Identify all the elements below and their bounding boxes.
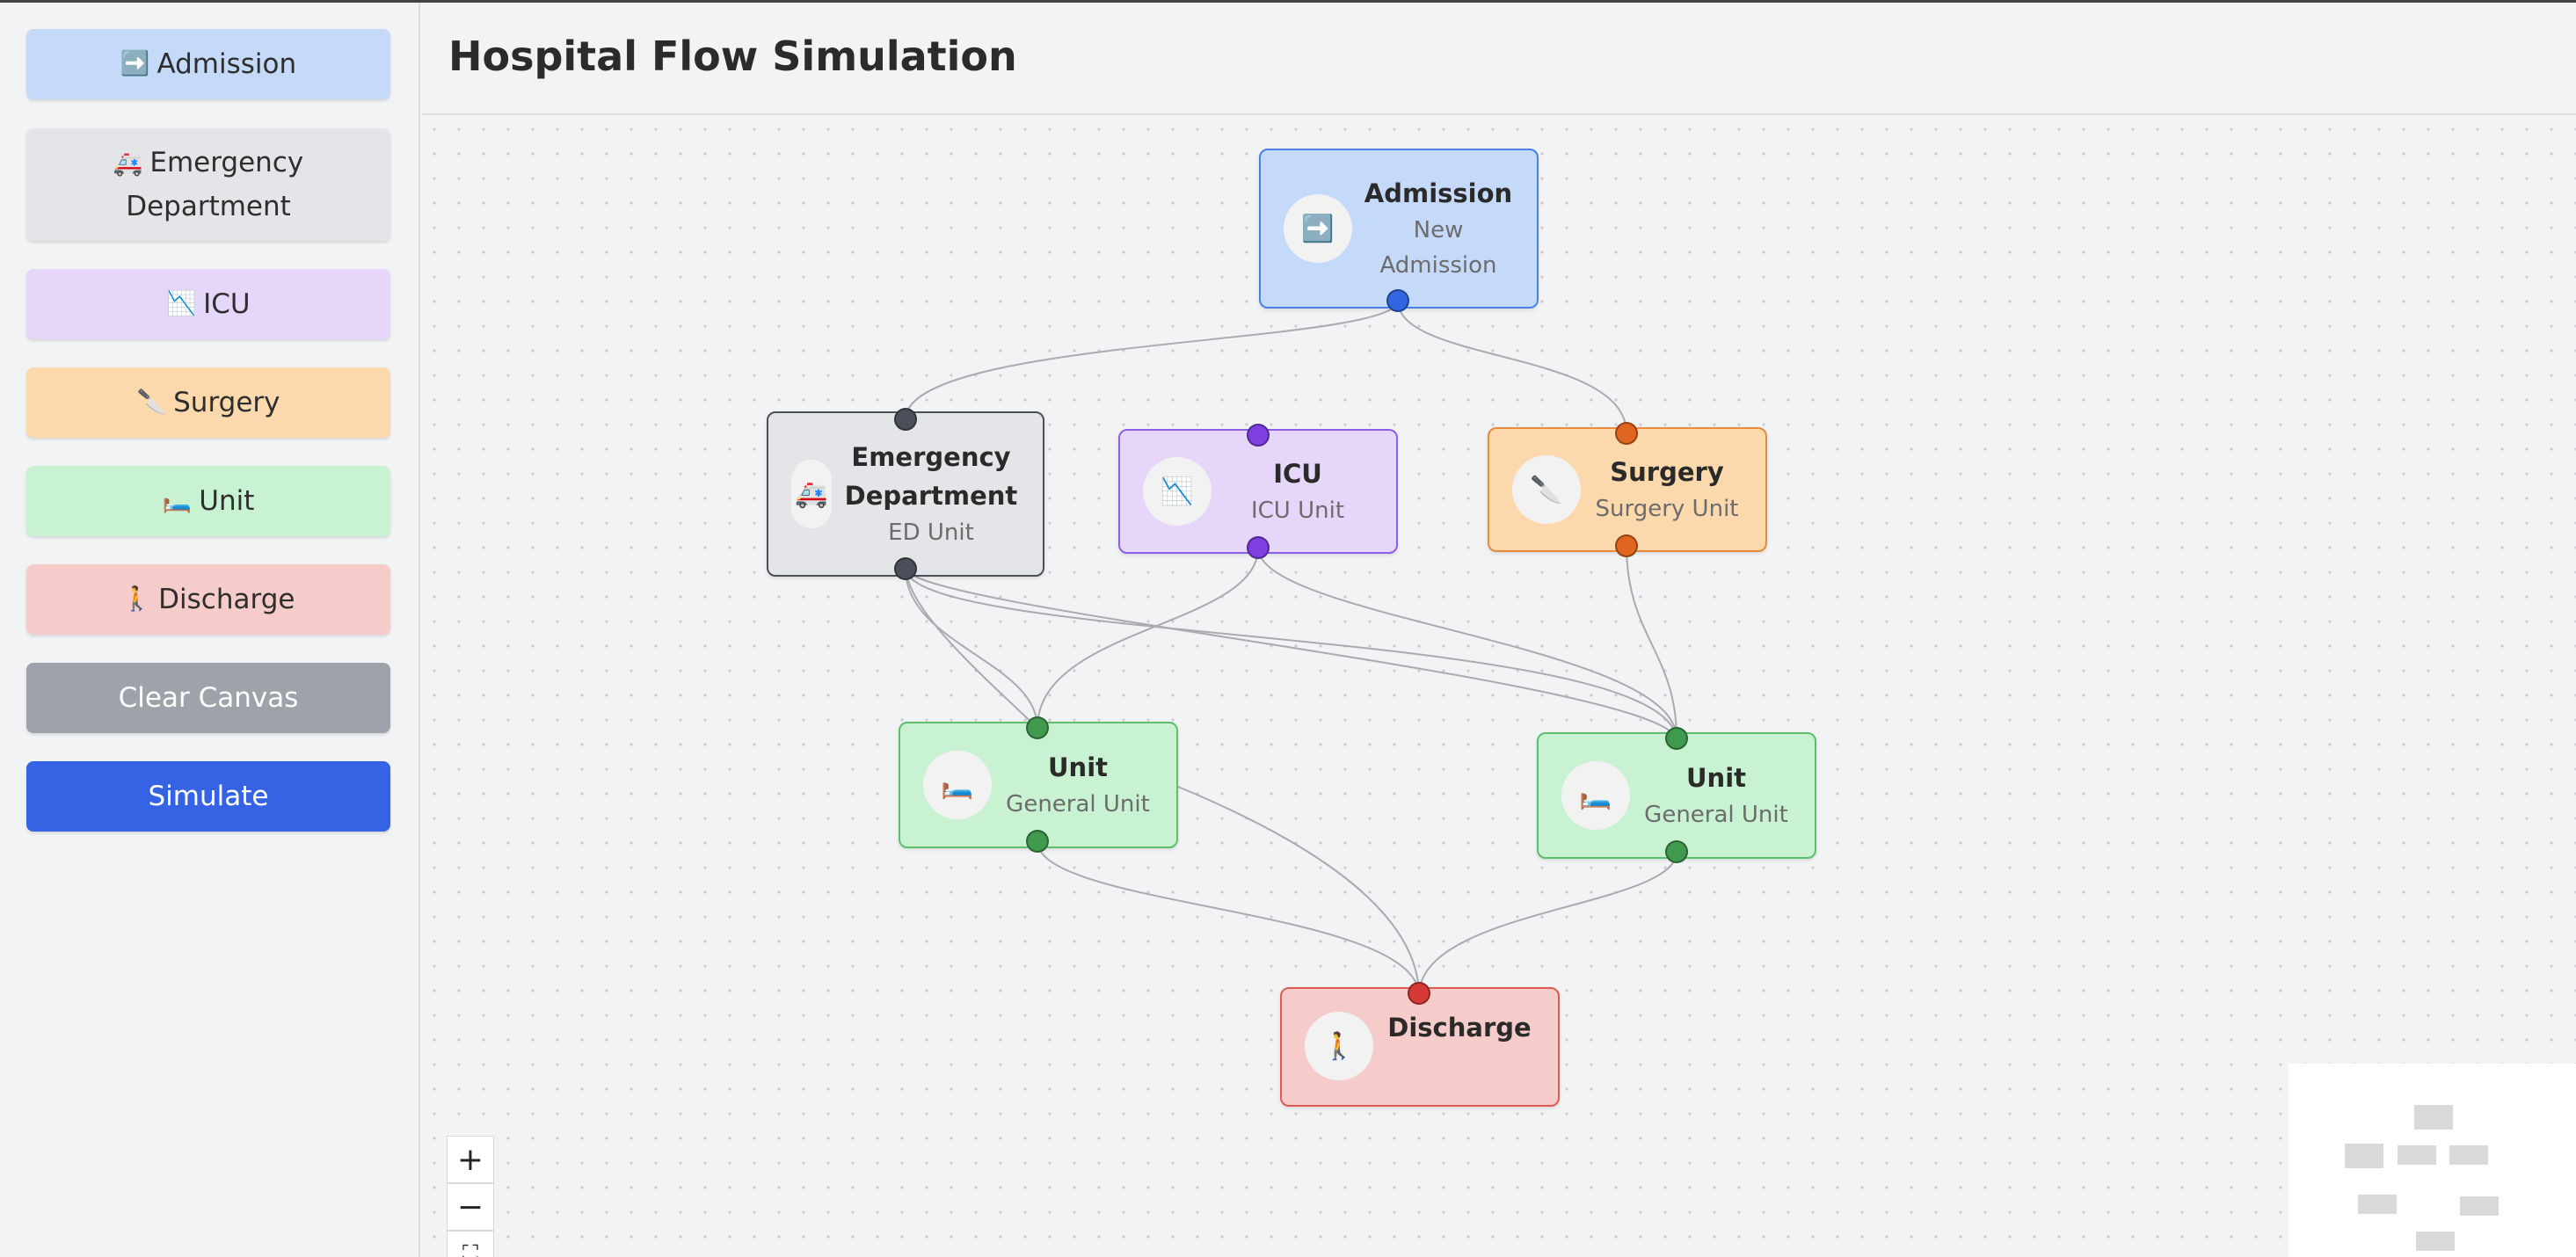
edge-emergency-unit2b — [905, 568, 1677, 739]
minimap-node — [2414, 1105, 2453, 1130]
handle-unit2-target[interactable] — [1665, 727, 1688, 750]
node-subtitle: New Admission — [1379, 217, 1497, 279]
node-emergency-department[interactable]: 🚑 Emergency Department ED Unit — [767, 411, 1044, 577]
handle-surgery-target[interactable] — [1615, 422, 1638, 445]
node-icu[interactable]: 📉 ICU ICU Unit — [1118, 429, 1398, 554]
palette-surgery[interactable]: 🔪 Surgery — [26, 367, 390, 438]
minimap-node — [2416, 1232, 2455, 1251]
bed-icon: 🛏️ — [923, 751, 992, 819]
ambulance-icon: 🚑 — [113, 150, 143, 178]
edge-emergency-unit1b — [905, 568, 1038, 729]
edge-emergency-unit2a — [905, 568, 1677, 739]
knife-icon: 🔪 — [1512, 455, 1581, 524]
palette-emergency-department[interactable]: 🚑Emergency Department — [26, 128, 390, 241]
main-area: Hospital Flow Simulation ➡️ A — [422, 3, 2576, 1257]
person-walking-icon: 🚶 — [121, 585, 152, 613]
arrow-right-icon: ➡️ — [1284, 194, 1352, 263]
palette-label: ICU — [203, 288, 251, 320]
edge-emergency-unit1 — [905, 568, 1038, 729]
edge-icu-unit1 — [1037, 547, 1259, 729]
handle-surgery-source[interactable] — [1615, 534, 1638, 557]
node-subtitle: General Unit — [1006, 791, 1150, 817]
handle-unit2-source[interactable] — [1665, 840, 1688, 863]
simulate-button[interactable]: Simulate — [26, 761, 390, 832]
palette-unit[interactable]: 🛏️ Unit — [26, 466, 390, 536]
page-title: Hospital Flow Simulation — [448, 33, 1017, 80]
person-walking-icon: 🚶 — [1305, 1012, 1373, 1080]
header: Hospital Flow Simulation — [422, 3, 2576, 115]
flow-canvas[interactable]: ➡️ Admission New Admission 🚑 Emergency D… — [422, 117, 2576, 1257]
ambulance-icon: 🚑 — [791, 460, 832, 528]
palette-label: Unit — [199, 485, 255, 517]
palette-label: Discharge — [158, 584, 295, 615]
node-title: Surgery — [1610, 457, 1724, 487]
node-subtitle: General Unit — [1644, 802, 1788, 828]
node-title: Discharge — [1387, 1013, 1532, 1043]
handle-discharge-target[interactable] — [1408, 982, 1430, 1005]
node-admission[interactable]: ➡️ Admission New Admission — [1259, 149, 1539, 309]
palette-label: 🚑Emergency Department — [113, 147, 304, 222]
edge-admission-emergency — [905, 300, 1399, 420]
knife-icon: 🔪 — [136, 389, 167, 416]
edge-icu-unit2 — [1257, 547, 1677, 739]
node-title: Admission — [1364, 178, 1513, 208]
edge-unit1-discharge-b — [1177, 786, 1420, 997]
palette-icu[interactable]: 📉 ICU — [26, 269, 390, 339]
node-unit-2[interactable]: 🛏️ Unit General Unit — [1537, 732, 1816, 859]
edge-unit2-discharge — [1418, 851, 1677, 997]
arrow-right-icon: ➡️ — [120, 50, 150, 77]
edges-layer — [905, 300, 1677, 997]
node-title: ICU — [1273, 459, 1322, 489]
node-title: Unit — [1686, 763, 1746, 793]
minimap-node — [2358, 1195, 2397, 1214]
minimap[interactable] — [2289, 1064, 2576, 1257]
node-subtitle: ED Unit — [888, 520, 974, 546]
zoom-out-button[interactable]: − — [447, 1183, 494, 1231]
node-title: Unit — [1048, 752, 1108, 782]
palette-label: Surgery — [173, 387, 280, 418]
bed-icon: 🛏️ — [1561, 761, 1630, 830]
chart-decreasing-icon: 📉 — [1143, 457, 1212, 526]
node-subtitle: ICU Unit — [1250, 498, 1345, 524]
node-title: Emergency Department — [844, 442, 1018, 511]
bed-icon: 🛏️ — [162, 487, 193, 514]
minimap-node — [2449, 1145, 2488, 1165]
minimap-node — [2398, 1145, 2436, 1165]
edge-surgery-unit2 — [1626, 545, 1677, 739]
palette-label: Admission — [156, 48, 297, 80]
handle-unit1-source[interactable] — [1026, 830, 1049, 853]
minimap-node — [2460, 1196, 2499, 1216]
window-top-border — [0, 0, 2576, 3]
minimap-node — [2345, 1144, 2383, 1168]
node-subtitle: Surgery Unit — [1595, 496, 1739, 522]
node-discharge[interactable]: 🚶 Discharge — [1280, 987, 1560, 1107]
node-unit-1[interactable]: 🛏️ Unit General Unit — [899, 722, 1178, 848]
handle-admission-source[interactable] — [1386, 289, 1409, 312]
palette-admission[interactable]: ➡️ Admission — [26, 29, 390, 99]
fit-view-button[interactable]: ⛶ — [447, 1231, 494, 1257]
handle-icu-target[interactable] — [1247, 424, 1270, 447]
node-palette-sidebar: ➡️ Admission 🚑Emergency Department 📉 ICU… — [0, 3, 420, 1257]
edge-admission-surgery — [1397, 300, 1627, 434]
palette-discharge[interactable]: 🚶 Discharge — [26, 564, 390, 635]
handle-unit1-target[interactable] — [1026, 716, 1049, 739]
edge-unit1-discharge — [1037, 840, 1420, 997]
handle-emergency-target[interactable] — [894, 408, 917, 431]
handle-emergency-source[interactable] — [894, 557, 917, 580]
clear-canvas-button[interactable]: Clear Canvas — [26, 663, 390, 733]
chart-decreasing-icon: 📉 — [166, 290, 197, 317]
node-surgery[interactable]: 🔪 Surgery Surgery Unit — [1488, 427, 1767, 552]
handle-icu-source[interactable] — [1247, 536, 1270, 559]
zoom-in-button[interactable]: + — [447, 1136, 494, 1183]
